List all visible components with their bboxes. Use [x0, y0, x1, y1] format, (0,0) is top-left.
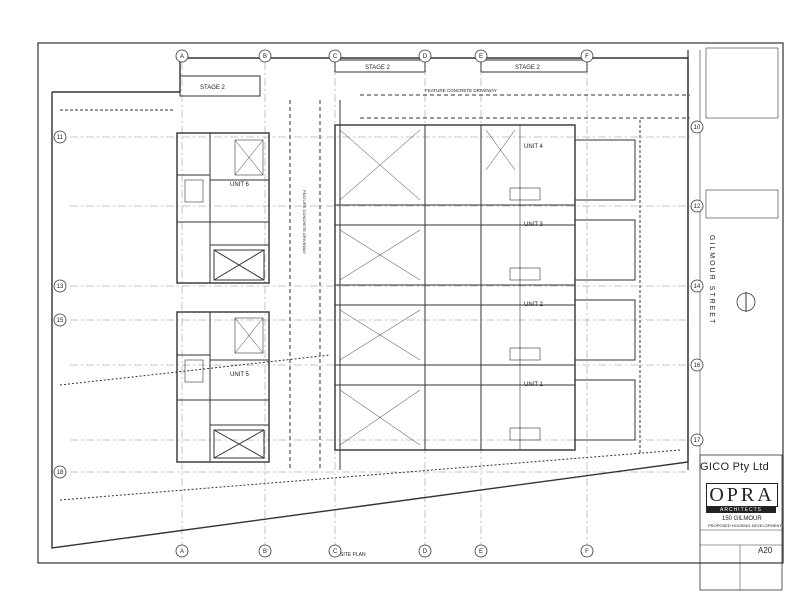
grid-f-bottom: F — [585, 549, 589, 555]
project-address: 150 GILMOUR — [722, 516, 762, 522]
stage-2-label-right: STAGE 2 — [515, 65, 541, 71]
units-1-4-plan — [334, 124, 576, 451]
project-description: PROPOSED HOUSING DEVELOPMENT — [708, 523, 782, 528]
grid-d-top: D — [423, 54, 428, 60]
grid-b-bottom: B — [263, 549, 267, 555]
unit-4-label: UNIT 4 — [524, 144, 544, 150]
unit-6-plan — [176, 132, 270, 284]
grid-e-top: E — [479, 54, 483, 60]
grid-16: 16 — [694, 363, 701, 369]
grid-17: 17 — [694, 438, 701, 444]
grid-18: 18 — [57, 470, 64, 476]
grid-a-bottom: A — [180, 549, 184, 555]
sheet-number: A20 — [758, 546, 773, 555]
stage-2-label-left: STAGE 2 — [200, 85, 226, 91]
grid-14: 14 — [694, 284, 701, 290]
grid-b-top: B — [263, 54, 267, 60]
driveway-label: FEATURE CONCRETE DRIVEWAY — [425, 88, 497, 93]
grid-13: 13 — [57, 284, 64, 290]
client-name: GICO Pty Ltd — [700, 461, 770, 473]
grid-10: 10 — [694, 125, 701, 131]
unit-2-label: UNIT 2 — [524, 302, 544, 308]
driveway-vertical-label: FEATURE CONCRETE DRIVEWAY — [302, 190, 307, 254]
stage-2-label-mid: STAGE 2 — [365, 65, 391, 71]
unit-3-label: UNIT 3 — [524, 222, 544, 228]
grid-f-top: F — [585, 54, 589, 60]
street-label: GILMOUR STREET — [708, 235, 715, 325]
unit-5-label: UNIT 5 — [230, 372, 250, 378]
architect-logo-subtitle: ARCHITECTS — [706, 507, 776, 513]
grid-12: 12 — [694, 204, 701, 210]
grid-15: 15 — [57, 318, 64, 324]
grid-d-bottom: D — [423, 549, 428, 555]
architect-logo: OPRA — [706, 483, 778, 507]
grid-a-top: A — [180, 54, 184, 60]
grid-11: 11 — [57, 135, 64, 141]
unit-1-label: UNIT 1 — [524, 382, 544, 388]
grid-c-top: C — [333, 54, 338, 60]
unit-6-label: UNIT 6 — [230, 182, 250, 188]
grid-c-bottom: C — [333, 549, 338, 555]
grid-e-bottom: E — [479, 549, 483, 555]
site-plan-label: SITE PLAN — [340, 552, 366, 558]
unit-5-plan — [176, 311, 270, 463]
